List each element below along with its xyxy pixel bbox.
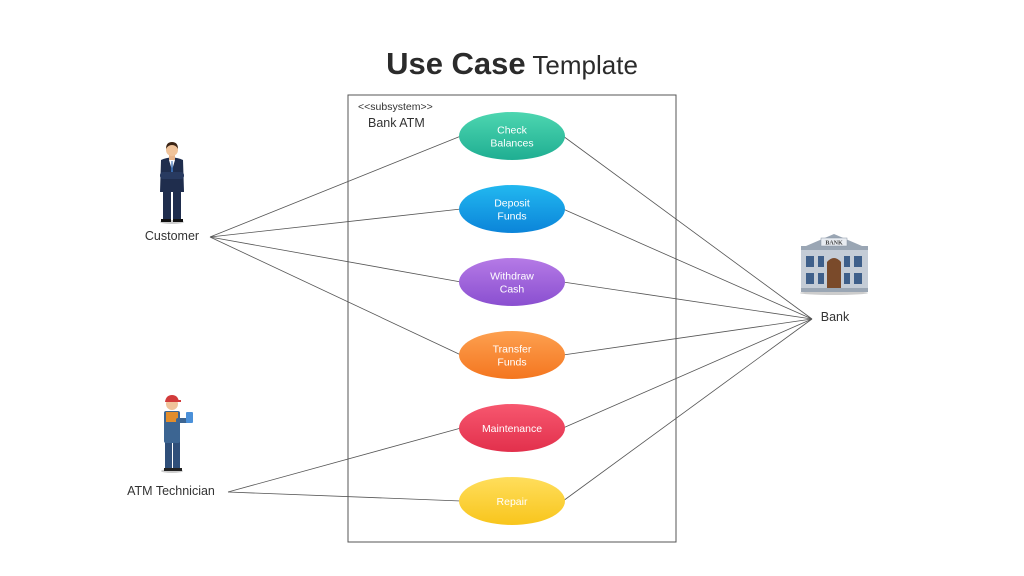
technician-label: ATM Technician bbox=[127, 484, 215, 498]
association-bank-deposit bbox=[562, 208, 813, 320]
association-bank-check bbox=[562, 135, 813, 320]
association-technician-maintenance bbox=[227, 427, 462, 493]
use-case-deposit-label: Deposit bbox=[494, 198, 530, 210]
subsystem-boundary bbox=[347, 94, 677, 543]
use-case-repair-label: Repair bbox=[497, 496, 528, 508]
subsystem-name: Bank ATM bbox=[368, 116, 425, 130]
use-case-maintenance[interactable]: Maintenance bbox=[459, 404, 565, 452]
bank-building-icon: BANK bbox=[800, 234, 868, 295]
use-case-transfer-label: Transfer bbox=[493, 344, 532, 356]
use-case-check-label: Check bbox=[497, 125, 528, 137]
association-technician-repair bbox=[227, 491, 462, 502]
use-case-transfer-ellipse bbox=[459, 331, 565, 379]
association-bank-repair bbox=[562, 318, 813, 502]
title-light: Template bbox=[532, 50, 638, 80]
association-bank-transfer bbox=[562, 318, 813, 356]
use-case-maintenance-label: Maintenance bbox=[482, 423, 542, 435]
customer-label: Customer bbox=[145, 229, 199, 243]
technician-icon bbox=[161, 395, 193, 473]
association-customer-deposit bbox=[209, 208, 462, 238]
use-case-withdraw-ellipse bbox=[459, 258, 565, 306]
association-bank-withdraw bbox=[562, 281, 813, 320]
use-case-withdraw-label: Cash bbox=[500, 284, 525, 296]
use-case-withdraw-label: Withdraw bbox=[490, 271, 534, 283]
association-bank-maintenance bbox=[562, 318, 813, 429]
use-case-deposit-ellipse bbox=[459, 185, 565, 233]
association-lines bbox=[209, 135, 813, 502]
association-customer-check bbox=[209, 135, 462, 238]
use-cases: CheckBalancesDepositFundsWithdrawCashTra… bbox=[459, 112, 565, 525]
use-case-repair[interactable]: Repair bbox=[459, 477, 565, 525]
page-title: Use Case Template bbox=[0, 46, 1024, 82]
use-case-repair-ellipse bbox=[459, 477, 565, 525]
customer-icon bbox=[160, 142, 184, 224]
use-case-check-label: Balances bbox=[490, 138, 533, 150]
association-customer-transfer bbox=[209, 236, 462, 356]
subsystem-stereotype: <<subsystem>> bbox=[358, 101, 433, 113]
use-case-maintenance-ellipse bbox=[459, 404, 565, 452]
title-bold: Use Case bbox=[386, 46, 526, 81]
association-customer-withdraw bbox=[209, 236, 462, 283]
bank-label: Bank bbox=[821, 310, 850, 324]
use-case-deposit-label: Funds bbox=[497, 211, 526, 223]
use-case-check-ellipse bbox=[459, 112, 565, 160]
use-case-transfer-label: Funds bbox=[497, 357, 526, 369]
bank-sign: BANK bbox=[825, 241, 843, 247]
